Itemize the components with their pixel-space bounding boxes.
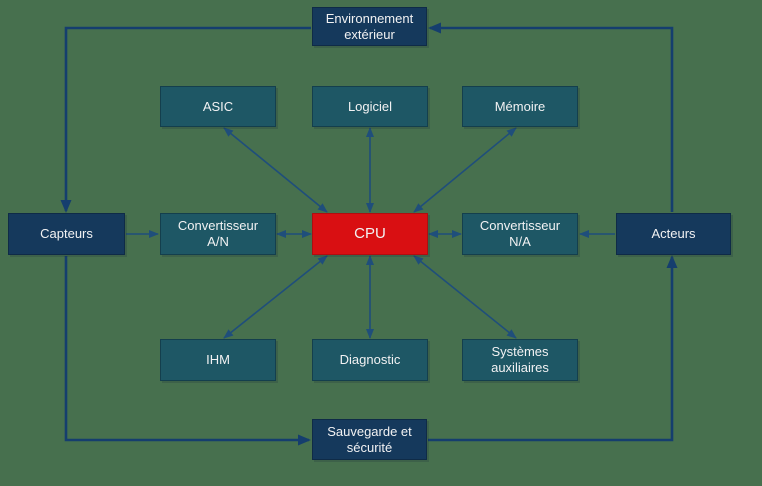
node-label: Systèmes auxiliaires: [491, 344, 549, 375]
node-label: Acteurs: [651, 226, 696, 242]
node-acteurs: Acteurs: [616, 213, 731, 255]
node-label: Diagnostic: [339, 352, 401, 368]
node-label: Convertisseur A/N: [177, 218, 259, 249]
node-sauvegarde-securite: Sauvegarde et sécurité: [312, 419, 427, 460]
node-memoire: Mémoire: [462, 86, 578, 127]
node-label: CPU: [354, 224, 386, 242]
node-label: Convertisseur N/A: [479, 218, 561, 249]
edge-cpu-asic: [223, 127, 328, 213]
node-label: Sauvegarde et sécurité: [327, 423, 412, 455]
node-label: Environnement extérieur: [325, 10, 414, 42]
edge-cpu-memoire: [413, 127, 517, 213]
node-convertisseur-an: Convertisseur A/N: [160, 213, 276, 255]
node-logiciel: Logiciel: [312, 86, 428, 127]
node-capteurs: Capteurs: [8, 213, 125, 255]
edge-capteurs-sauvegarde: [64, 256, 311, 446]
edge-environnement-capteurs: [60, 26, 311, 213]
node-environnement-exterieur: Environnement extérieur: [312, 7, 427, 46]
node-label: Mémoire: [494, 98, 546, 114]
node-cpu: CPU: [312, 213, 428, 255]
edge-cpu-ihm: [223, 255, 328, 339]
node-label: Logiciel: [347, 98, 393, 114]
node-label: IHM: [206, 352, 230, 368]
edge-cpu-sys-aux: [413, 255, 517, 339]
node-asic: ASIC: [160, 86, 276, 127]
node-label: ASIC: [202, 98, 234, 114]
node-convertisseur-na: Convertisseur N/A: [462, 213, 578, 255]
edge-sauvegarde-acteurs: [428, 255, 678, 442]
edge-acteurs-environnement: [428, 22, 674, 212]
node-systemes-auxiliaires: Systèmes auxiliaires: [462, 339, 578, 381]
node-label: Capteurs: [40, 226, 93, 242]
node-ihm: IHM: [160, 339, 276, 381]
node-diagnostic: Diagnostic: [312, 339, 428, 381]
